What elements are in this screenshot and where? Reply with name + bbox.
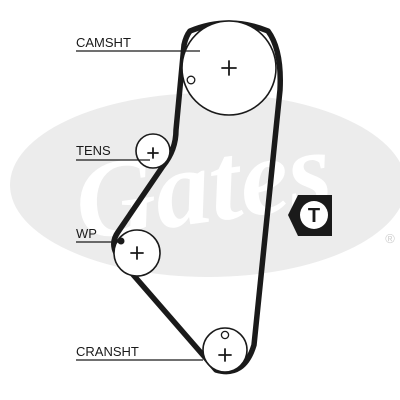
gates-watermark: Gates ® bbox=[10, 93, 400, 277]
tensioner-callout: TENS bbox=[76, 143, 150, 161]
crankshaft-timing-mark bbox=[220, 330, 230, 340]
tension-badge: T bbox=[288, 195, 332, 236]
water-pump-label: WP bbox=[76, 226, 97, 241]
crankshaft-callout: CRANSHT bbox=[76, 344, 203, 361]
camshaft-label: CAMSHT bbox=[76, 35, 131, 50]
water-pump-pulley bbox=[113, 229, 161, 277]
camshaft-callout: CAMSHT bbox=[76, 35, 200, 52]
tension-badge-letter: T bbox=[308, 205, 320, 227]
camshaft-timing-mark bbox=[186, 75, 196, 85]
tension-badge-circle bbox=[300, 201, 328, 229]
tensioner-label: TENS bbox=[76, 143, 111, 158]
camshaft-pulley bbox=[181, 20, 277, 116]
tensioner-pulley bbox=[135, 133, 171, 169]
registered-mark: ® bbox=[385, 231, 395, 246]
crankshaft-label: CRANSHT bbox=[76, 344, 139, 359]
crankshaft-pulley bbox=[202, 327, 248, 373]
water-pump-callout: WP bbox=[76, 226, 121, 243]
water-pump-belt-dot bbox=[117, 237, 125, 245]
